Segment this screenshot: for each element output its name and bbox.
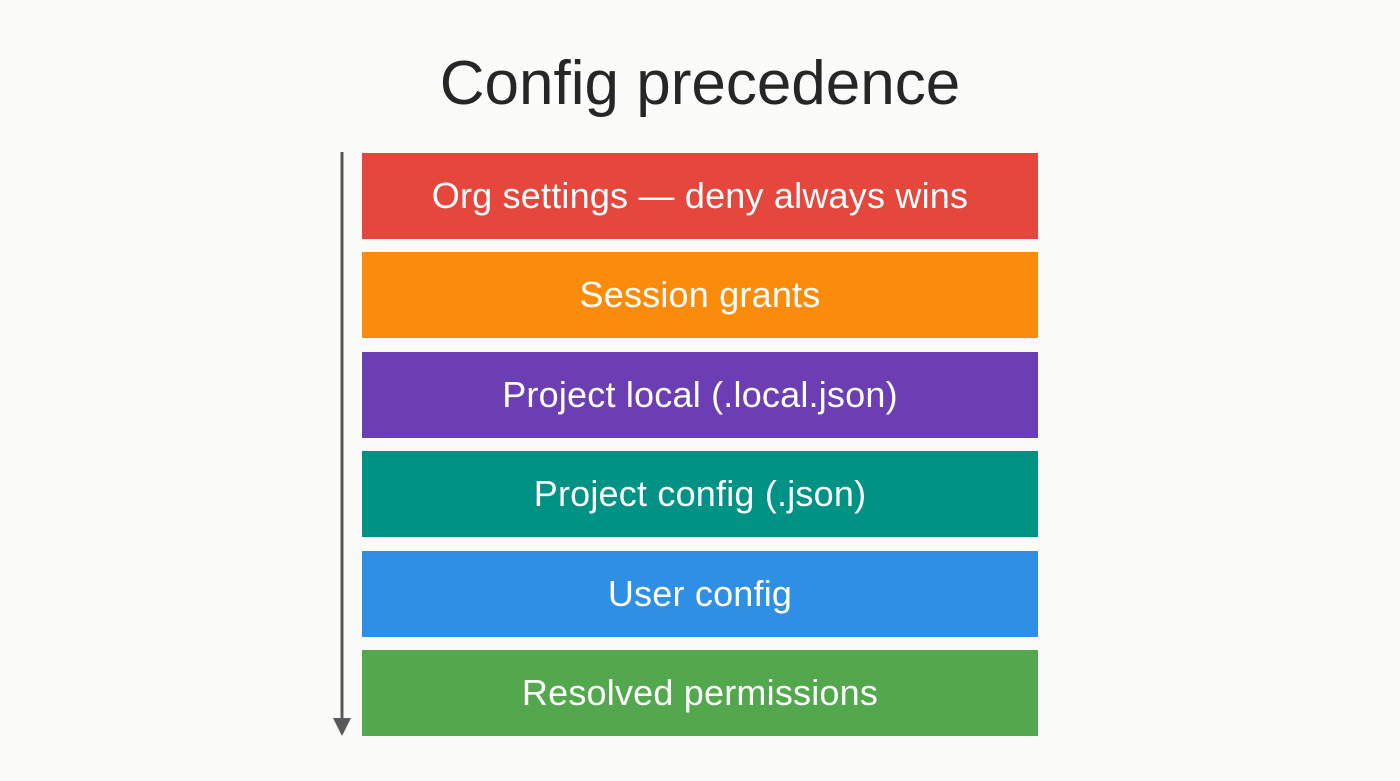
layer-org-settings: Org settings — deny always wins	[362, 153, 1038, 239]
layer-label: Project local (.local.json)	[502, 373, 898, 415]
layer-stack: Org settings — deny always wins Session …	[362, 153, 1038, 736]
layer-project-config: Project config (.json)	[362, 451, 1038, 538]
layer-user-config: User config	[362, 550, 1038, 637]
layer-session-grants: Session grants	[362, 252, 1038, 339]
precedence-arrow	[333, 152, 351, 736]
diagram-title: Config precedence	[439, 49, 961, 118]
layer-label: Resolved permissions	[521, 671, 879, 713]
layer-label: Session grants	[579, 274, 821, 316]
layer-resolved-permissions: Resolved permissions	[362, 649, 1038, 736]
layer-label: Org settings — deny always wins	[431, 175, 969, 216]
layer-label: Project config (.json)	[533, 473, 867, 515]
layer-project-local: Project local (.local.json)	[362, 351, 1038, 438]
layer-label: User config	[607, 572, 793, 614]
